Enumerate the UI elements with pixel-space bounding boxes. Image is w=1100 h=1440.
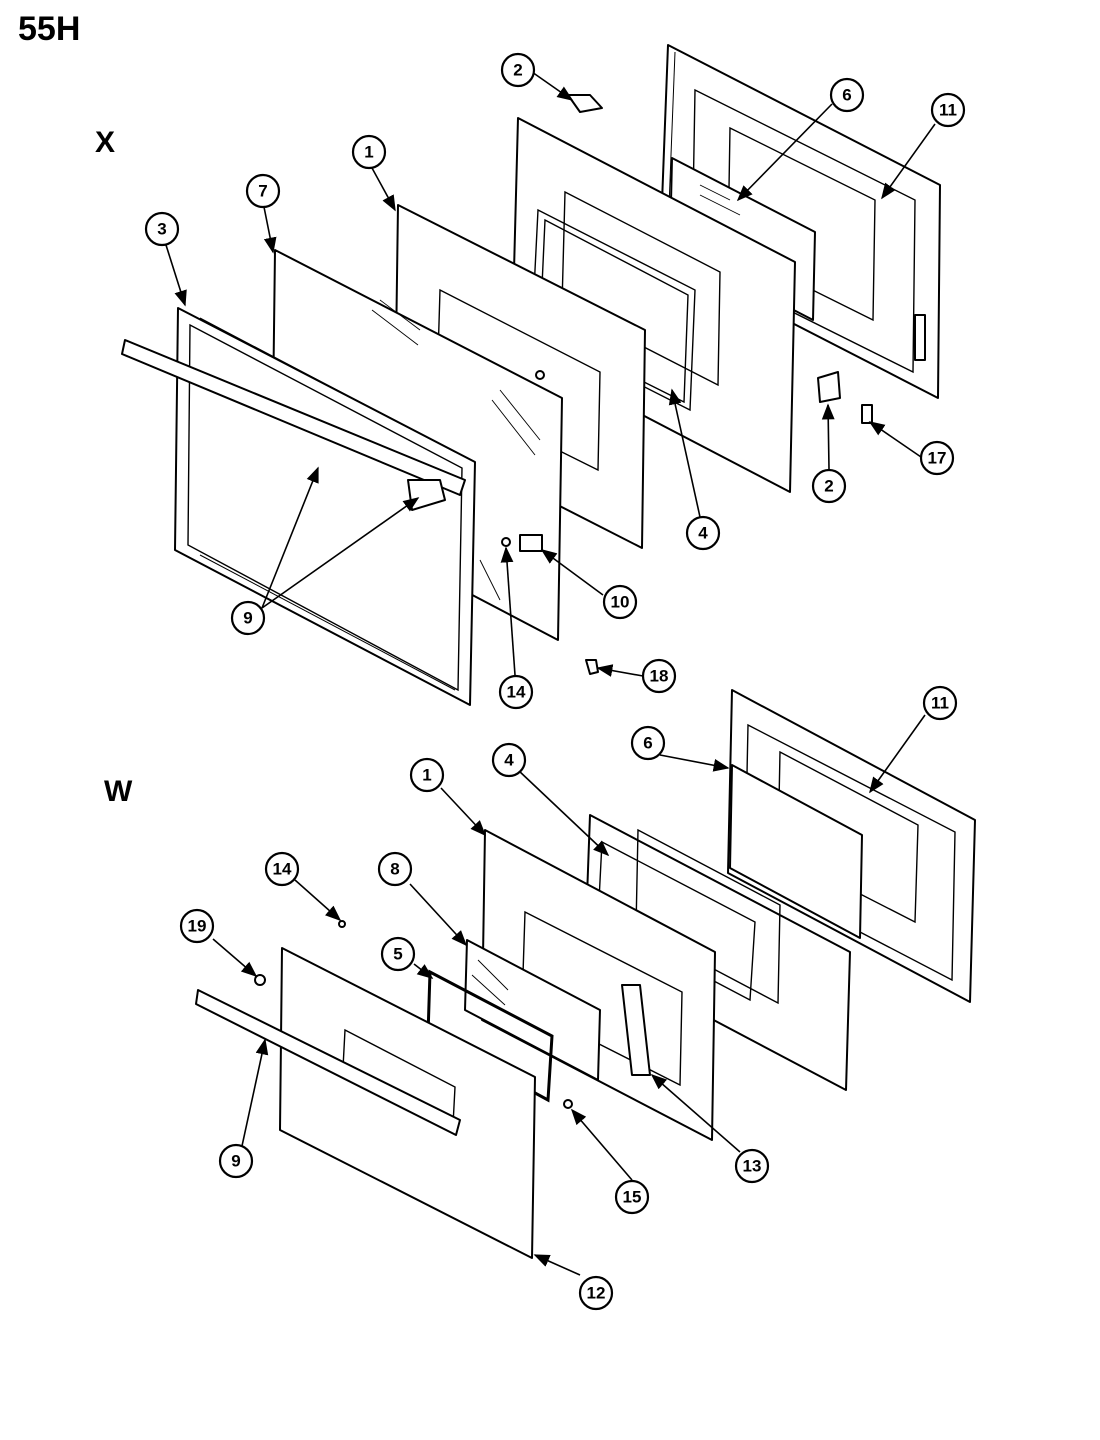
part-10-x xyxy=(519,534,543,552)
callout-w-0: 11 xyxy=(922,685,958,721)
svg-text:9: 9 xyxy=(243,609,252,628)
part-handle-w-9 xyxy=(195,989,461,1136)
callout-x-12: 18 xyxy=(641,658,677,694)
svg-text:6: 6 xyxy=(643,734,652,753)
callout-w-11: 12 xyxy=(578,1275,614,1311)
part-19-w xyxy=(254,974,266,986)
callouts-w: 11 6 4 1 14 8 19 5 13 15 9 12 xyxy=(179,685,958,1311)
part-bracket-w-13 xyxy=(621,984,651,1076)
part-14-x xyxy=(501,537,511,547)
callout-x-5: 3 xyxy=(144,211,180,247)
callout-w-1: 6 xyxy=(630,725,666,761)
part-17-x xyxy=(861,404,873,424)
callout-w-8: 13 xyxy=(734,1148,770,1184)
callout-w-3: 1 xyxy=(409,757,445,793)
svg-text:18: 18 xyxy=(650,667,669,686)
view-label-x: X xyxy=(95,126,116,159)
svg-text:2: 2 xyxy=(824,477,833,496)
svg-text:11: 11 xyxy=(931,694,949,713)
callout-x-10: 9 xyxy=(230,600,266,636)
page-code: 55H xyxy=(18,10,81,48)
svg-text:3: 3 xyxy=(157,220,166,239)
callout-w-6: 19 xyxy=(179,908,215,944)
callout-x-7: 2 xyxy=(811,468,847,504)
svg-text:11: 11 xyxy=(939,101,957,120)
part-15-w xyxy=(563,1099,573,1109)
leaders-w xyxy=(212,714,926,1276)
svg-text:1: 1 xyxy=(364,143,373,162)
part-hinge-top-x xyxy=(567,94,603,113)
svg-text:10: 10 xyxy=(611,593,630,612)
svg-text:7: 7 xyxy=(258,182,267,201)
leaders-x xyxy=(165,71,936,677)
part-14-w xyxy=(338,920,346,928)
callout-x-1: 6 xyxy=(829,77,865,113)
svg-text:17: 17 xyxy=(928,449,947,468)
view-label-w: W xyxy=(104,775,133,808)
view-x-parts xyxy=(121,44,941,706)
svg-text:12: 12 xyxy=(587,1284,606,1303)
callout-w-2: 4 xyxy=(491,742,527,778)
callout-w-5: 8 xyxy=(377,851,413,887)
callout-w-7: 5 xyxy=(380,936,416,972)
view-w-parts xyxy=(195,689,976,1259)
svg-text:6: 6 xyxy=(842,86,851,105)
part-hinge-bottom-x xyxy=(817,371,841,403)
part-18-x xyxy=(585,659,599,675)
callout-w-9: 15 xyxy=(614,1179,650,1215)
callouts-x: 2 6 11 1 7 3 4 2 17 10 9 14 18 xyxy=(144,52,966,710)
svg-text:13: 13 xyxy=(743,1157,762,1176)
part-glass-w-8 xyxy=(464,939,601,1081)
svg-text:1: 1 xyxy=(422,766,431,785)
svg-text:2: 2 xyxy=(513,61,522,80)
callout-x-2: 11 xyxy=(930,92,966,128)
callout-x-3: 1 xyxy=(351,134,387,170)
svg-text:15: 15 xyxy=(623,1188,642,1207)
callout-x-4: 7 xyxy=(245,173,281,209)
callout-w-4: 14 xyxy=(264,851,300,887)
svg-text:9: 9 xyxy=(231,1152,240,1171)
svg-text:14: 14 xyxy=(273,860,292,879)
part-gasket-w-5 xyxy=(426,969,554,1103)
callout-x-0: 2 xyxy=(500,52,536,88)
svg-text:19: 19 xyxy=(188,917,207,936)
callout-x-6: 4 xyxy=(685,515,721,551)
callout-w-10: 9 xyxy=(218,1143,254,1179)
svg-text:4: 4 xyxy=(504,751,514,770)
svg-text:8: 8 xyxy=(390,860,399,879)
svg-text:5: 5 xyxy=(393,945,402,964)
part-glass-w-6 xyxy=(729,764,863,939)
svg-text:14: 14 xyxy=(507,683,526,702)
callout-x-8: 17 xyxy=(919,440,955,476)
callout-x-11: 14 xyxy=(498,674,534,710)
callout-x-9: 10 xyxy=(602,584,638,620)
svg-text:4: 4 xyxy=(698,524,708,543)
